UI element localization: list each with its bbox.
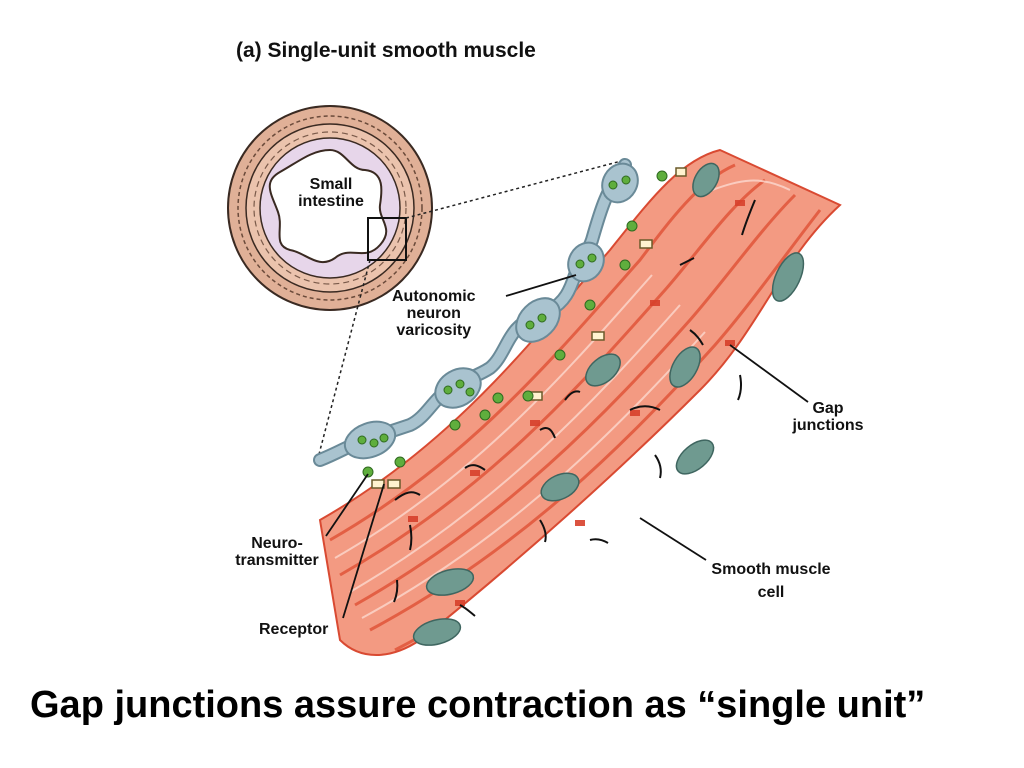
bottom-caption: Gap junctions assure contraction as “sin… (30, 684, 926, 726)
zoom-box (367, 217, 407, 261)
muscle-nuclei (412, 162, 805, 646)
smooth-muscle-cell-label-line2: cell (757, 583, 785, 601)
panel-title: (a) Single-unit smooth muscle (236, 39, 536, 62)
vesicles (357, 175, 631, 448)
gap-junctions-label-line1: Gap (812, 400, 844, 417)
varicosities (343, 162, 639, 460)
gap-junctions-label-line2: junctions (792, 416, 864, 434)
small-intestine-label-line2: intestine (298, 192, 364, 210)
varicosity-label-line3: varicosity (396, 321, 472, 339)
autonomic-neuron (313, 158, 687, 489)
smooth-muscle-cell-label: Smooth muscle cell (686, 561, 856, 602)
leader-neurotransmitter (325, 473, 369, 537)
leader-receptor (342, 483, 385, 619)
leader-smooth (639, 517, 707, 561)
leader-gap (729, 344, 809, 403)
propagation-arrows (393, 199, 756, 617)
neurotransmitter-label: Neuro- transmitter (214, 535, 340, 570)
neurotransmitter-label-line2: transmitter (235, 551, 319, 569)
zoom-line-top (405, 159, 626, 219)
neurotransmitter-molecules (362, 170, 668, 478)
receptor-label: Receptor (259, 621, 329, 638)
varicosity-label-line2: neuron (406, 304, 461, 322)
varicosity-label: Autonomic neuron varicosity (392, 288, 476, 339)
small-intestine-cross-section (227, 105, 433, 311)
varicosity-label-line1: Autonomic (392, 288, 476, 305)
small-intestine-label: Small intestine (286, 176, 376, 211)
leader-varicosity (505, 274, 577, 297)
smooth-muscle-cell-label-line1: Smooth muscle (711, 561, 831, 578)
small-intestine-label-line1: Small (309, 176, 353, 193)
intestine-lumen (268, 148, 388, 264)
gap-junctions-label: Gap junctions (778, 400, 878, 435)
neurotransmitter-label-line1: Neuro- (251, 535, 303, 552)
zoom-line-bottom (317, 259, 371, 459)
